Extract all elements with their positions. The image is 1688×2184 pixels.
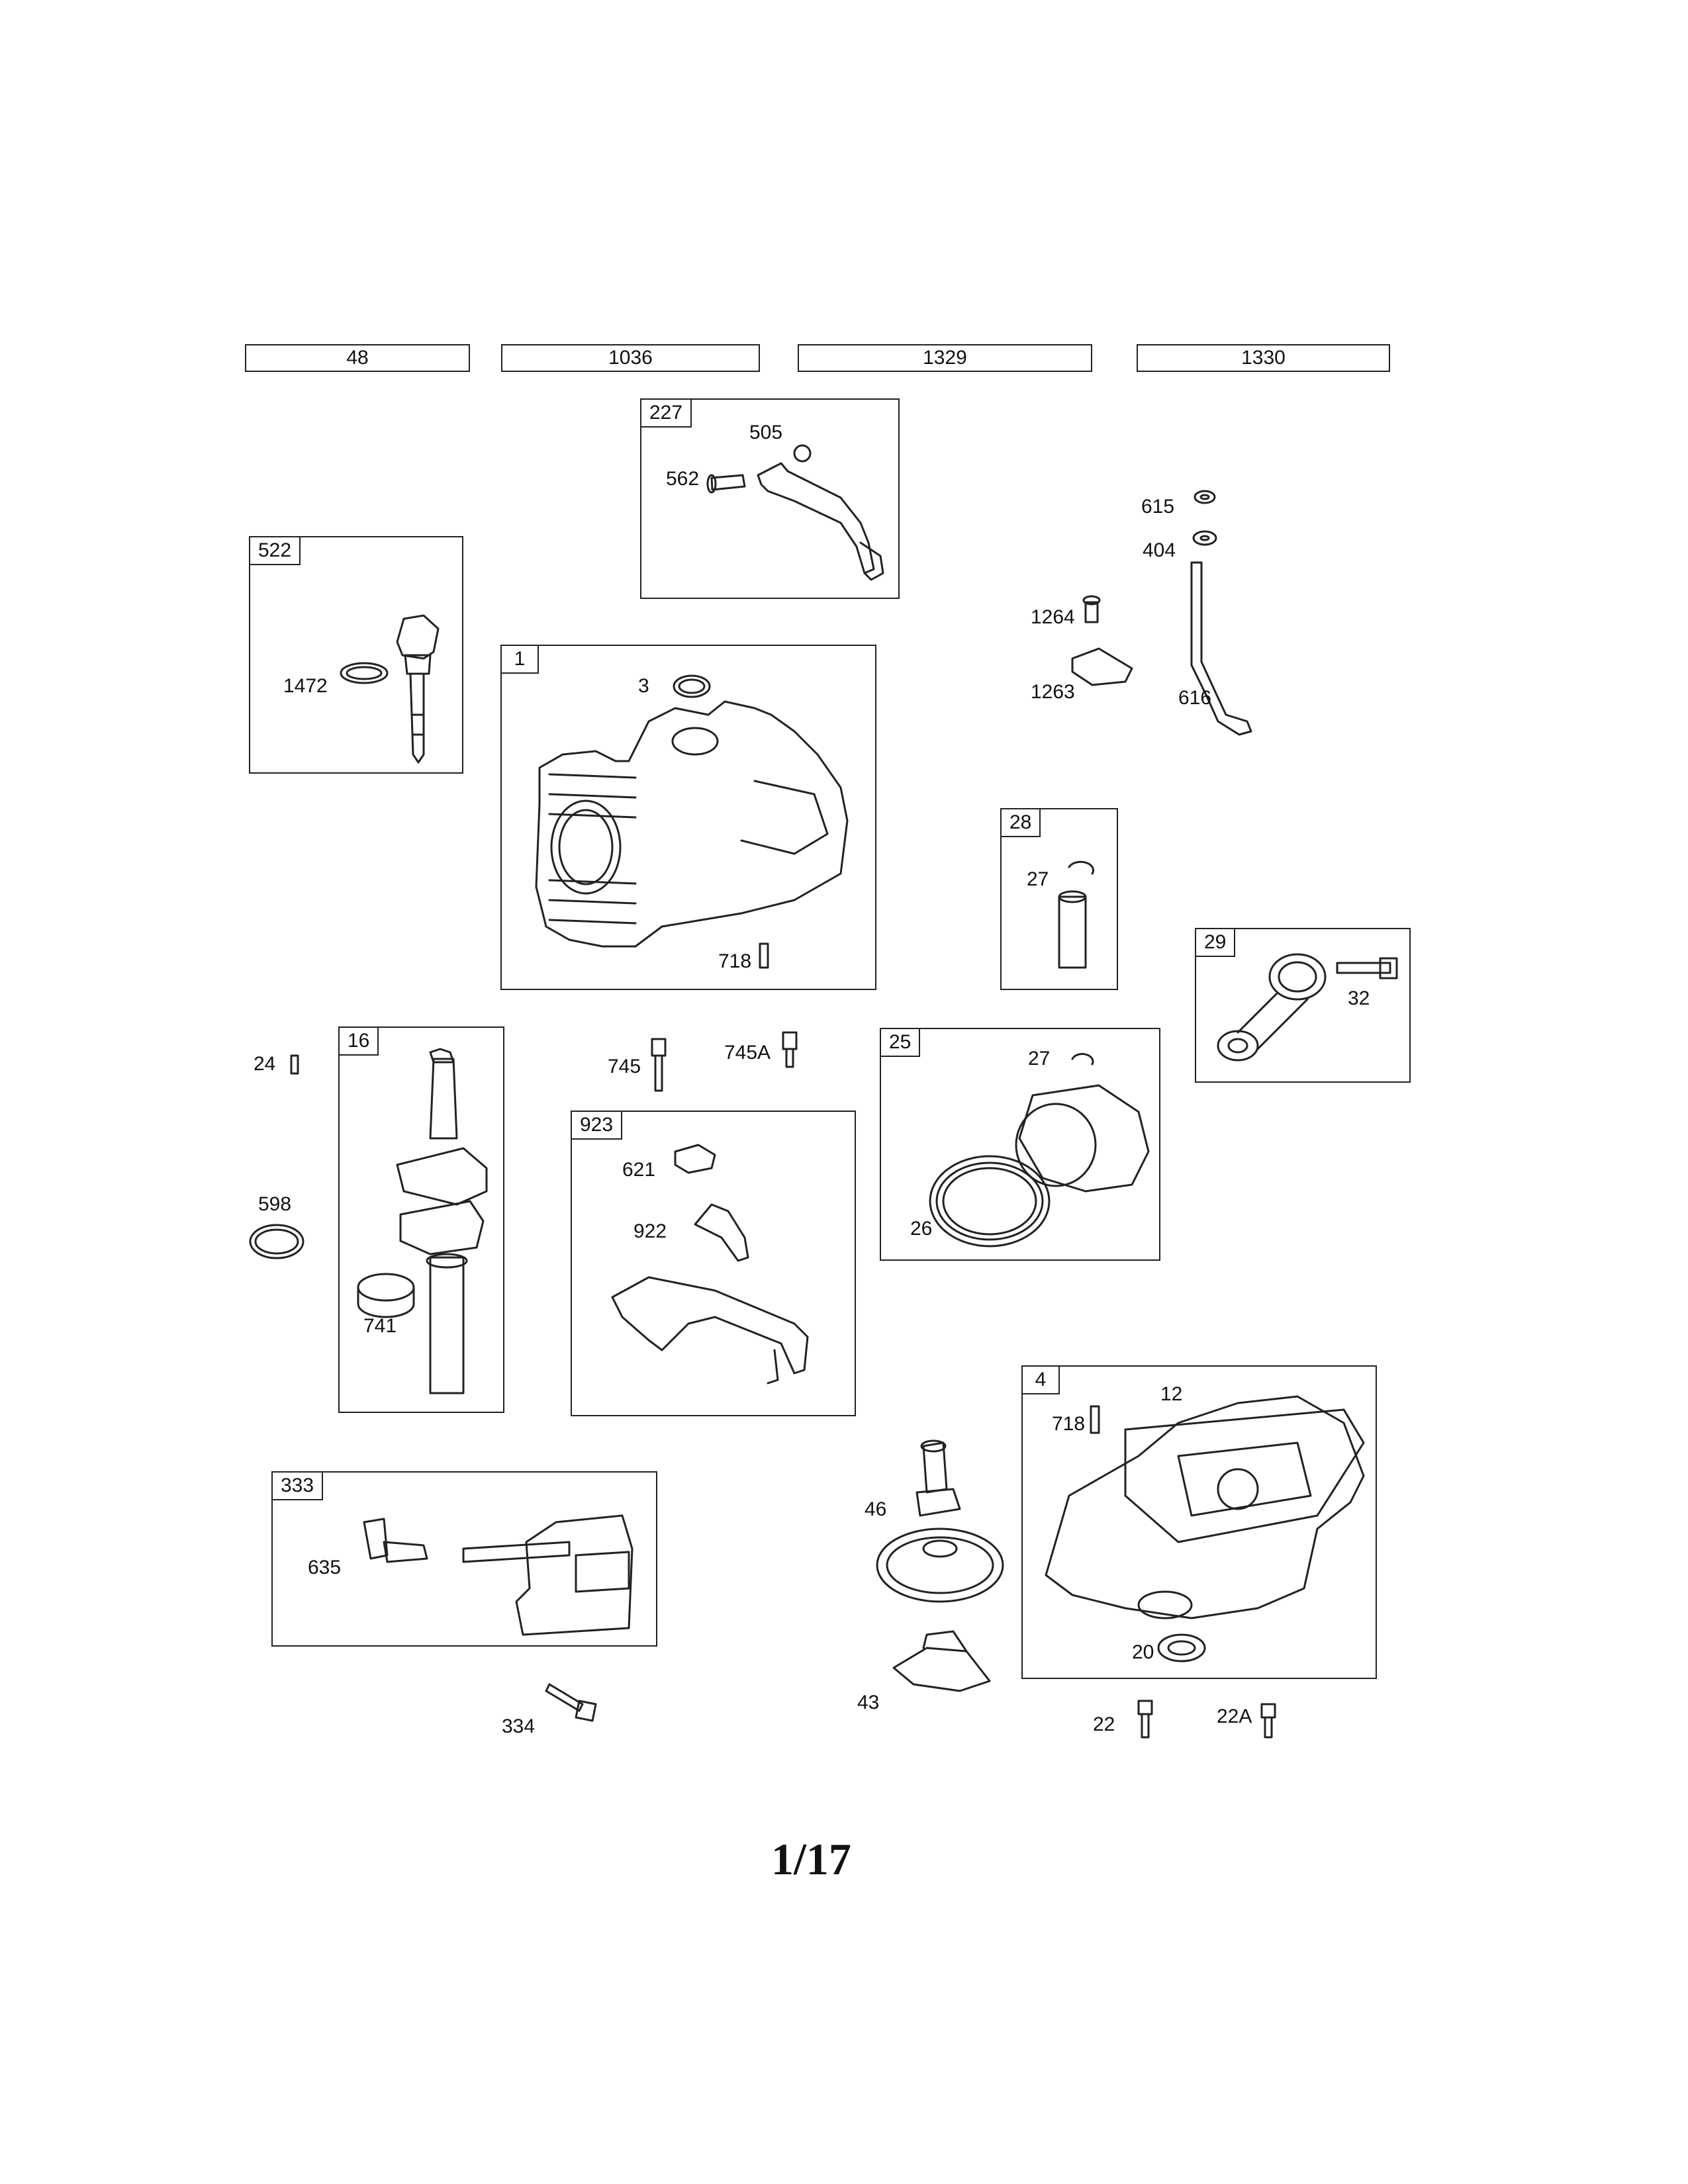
label-741: 741 — [363, 1315, 397, 1337]
label-404: 404 — [1143, 539, 1176, 561]
group-tag: 923 — [572, 1112, 623, 1140]
label-1264: 1264 — [1031, 606, 1075, 628]
label-20: 20 — [1132, 1641, 1154, 1663]
group-tag: 333 — [273, 1473, 324, 1500]
label-32: 32 — [1348, 987, 1370, 1009]
group-tag: 1 — [502, 646, 539, 674]
label-22: 22 — [1093, 1713, 1115, 1735]
group-1-cylinder: 1 — [500, 645, 876, 990]
group-923-governor: 923 — [571, 1111, 856, 1416]
label-26: 26 — [910, 1218, 933, 1240]
label-27-piston: 27 — [1028, 1048, 1051, 1069]
label-616: 616 — [1178, 687, 1212, 709]
piston-assembly-drawing — [930, 1054, 1149, 1246]
throttle-lever-drawing — [708, 445, 883, 580]
header-ref-1329: 1329 — [798, 344, 1092, 372]
camshaft-drawing — [877, 1441, 1003, 1691]
group-4-sump: 4 — [1021, 1365, 1377, 1679]
label-598: 598 — [258, 1193, 292, 1215]
group-227-throttle-lever: 227 — [640, 398, 900, 599]
label-718-sump: 718 — [1052, 1413, 1086, 1435]
header-ref-48: 48 — [245, 344, 470, 372]
header-ref-1330: 1330 — [1137, 344, 1390, 372]
group-tag: 25 — [881, 1029, 921, 1057]
label-3: 3 — [638, 675, 649, 697]
label-43: 43 — [857, 1692, 880, 1713]
label-1263: 1263 — [1031, 681, 1075, 703]
label-27-pin: 27 — [1027, 868, 1049, 890]
group-tag: 28 — [1002, 809, 1041, 837]
piston-pin-drawing — [1059, 862, 1094, 968]
label-745: 745 — [608, 1056, 641, 1077]
group-25-piston-assembly: 25 — [880, 1028, 1160, 1261]
governor-drawing — [612, 1145, 808, 1383]
group-tag: 227 — [641, 400, 692, 428]
label-615: 615 — [1141, 496, 1175, 518]
group-28-piston-pin: 28 — [1000, 808, 1118, 990]
label-635: 635 — [308, 1557, 342, 1578]
label-562: 562 — [666, 468, 700, 490]
group-tag: 16 — [340, 1028, 379, 1056]
group-tag: 4 — [1023, 1367, 1060, 1394]
header-ref-1036: 1036 — [501, 344, 760, 372]
group-522-dipstick: 522 — [249, 536, 463, 774]
group-tag: 522 — [250, 537, 301, 565]
label-745A: 745A — [724, 1042, 771, 1064]
label-24: 24 — [254, 1053, 276, 1075]
bolts-drawing — [652, 1032, 796, 1091]
group-16-crankshaft: 16 — [338, 1026, 504, 1413]
screws-drawing — [546, 1684, 1275, 1737]
label-22A: 22A — [1217, 1706, 1252, 1727]
label-505: 505 — [749, 422, 783, 443]
crankshaft-drawing — [358, 1049, 487, 1393]
misc-small-parts-drawing — [250, 1056, 303, 1258]
cylinder-block-drawing — [536, 676, 847, 968]
label-334: 334 — [502, 1715, 536, 1737]
label-718-cylinder: 718 — [718, 950, 752, 972]
dipstick-drawing — [341, 615, 438, 762]
page-number: 1/17 — [771, 1834, 851, 1884]
dipstick-tube-drawing — [1072, 491, 1251, 735]
sump-drawing — [1046, 1396, 1364, 1661]
connecting-rod-drawing — [1218, 954, 1397, 1060]
group-333-ignition-armature: 333 — [271, 1471, 657, 1647]
label-46: 46 — [865, 1498, 887, 1520]
label-1472: 1472 — [283, 675, 328, 697]
label-621: 621 — [622, 1159, 656, 1181]
group-tag: 29 — [1196, 929, 1236, 957]
ignition-armature-drawing — [364, 1516, 632, 1635]
label-12: 12 — [1160, 1383, 1183, 1405]
group-29-connecting-rod: 29 — [1195, 928, 1411, 1083]
label-922: 922 — [633, 1220, 667, 1242]
